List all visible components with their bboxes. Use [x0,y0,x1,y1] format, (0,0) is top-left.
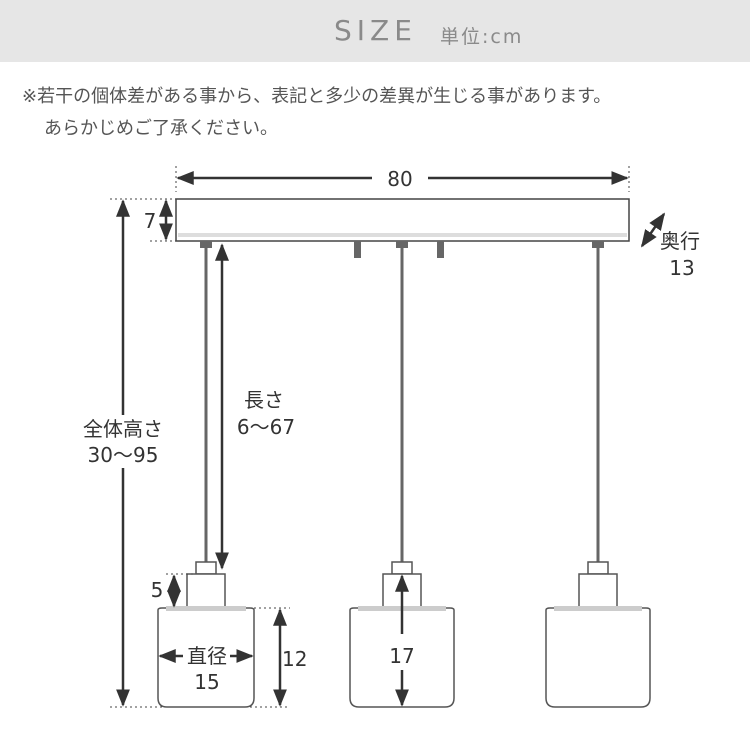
shade-height-value: 12 [282,647,307,671]
diameter-value: 15 [194,670,219,694]
unit-label: 単位:cm [440,26,524,48]
cord-length-dimension: 長さ 6〜67 [215,243,295,570]
total-height-value: 30〜95 [88,443,159,467]
canopy-height-dimension: 7 [110,198,176,242]
width-dimension: 80 [175,166,630,192]
shade-height-dimension: 12 [254,607,307,707]
pendant-lamp-left [157,561,255,708]
pendant-lamp-right [545,561,651,708]
middle-height-value: 17 [389,644,414,668]
diameter-label: 直径 [187,644,227,668]
header-bar: SIZE 単位:cm [0,0,750,62]
diameter-dimension: 直径 15 [158,644,254,694]
length-label: 長さ [244,388,284,412]
depth-label: 奥行 [660,229,700,253]
middle-height-dimension: 17 [389,574,415,707]
disclaimer-line-2: あらかじめご了承ください。 [44,118,278,139]
depth-dimension: 奥行 13 [640,212,700,280]
page-title: SIZE [334,14,417,47]
pendant-cords [204,248,600,562]
canopy-height-value: 7 [144,209,157,233]
total-height-label: 全体高さ [83,417,163,441]
socket-height-value: 5 [151,578,164,602]
width-value: 80 [387,167,412,191]
ceiling-canopy [175,198,630,258]
depth-value: 13 [669,256,694,280]
disclaimer-line-1: ※若干の個体差がある事から、表記と多少の差異が生じる事があります。 [22,86,612,107]
length-value: 6〜67 [237,415,295,439]
socket-height-dimension: 5 [151,573,196,608]
